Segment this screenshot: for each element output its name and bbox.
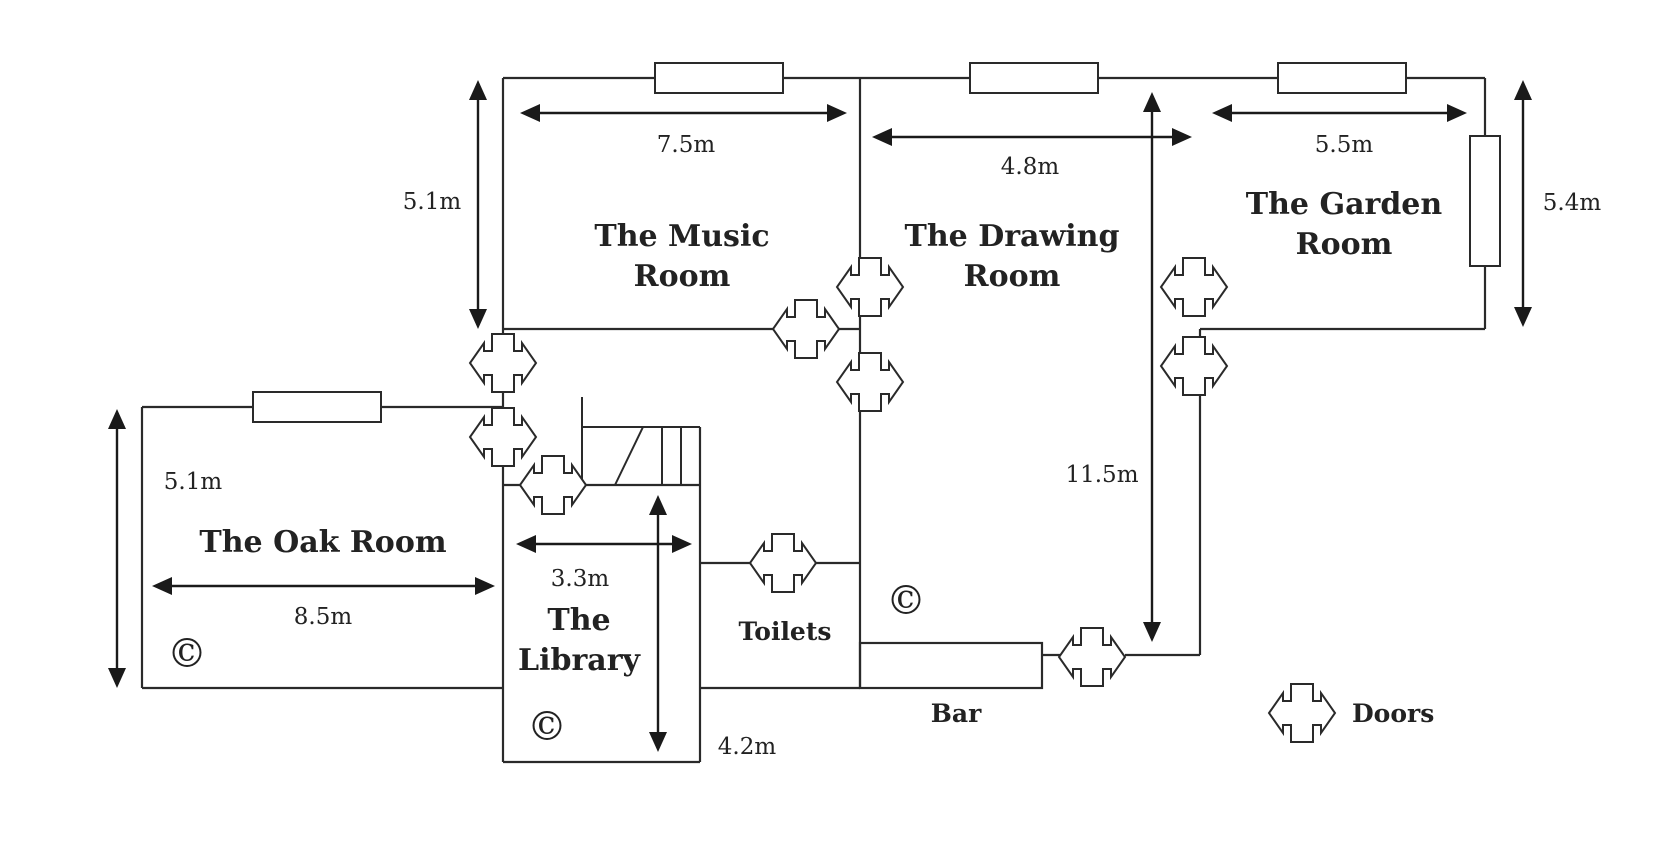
door-symbol (1160, 336, 1228, 396)
door-symbol (836, 257, 904, 317)
room-label-bar: Bar (931, 699, 982, 728)
dim-label-garden-width: 5.5m (1315, 132, 1374, 158)
room-label-library-line1: The (547, 603, 610, 638)
door-symbol (469, 333, 537, 393)
copyright-mark-library: © (527, 704, 567, 750)
dim-arrow-garden-height (1514, 80, 1532, 327)
window-oak (252, 391, 382, 423)
dimension-arrows (108, 80, 1532, 752)
dim-label-drawing-length: 11.5m (1065, 462, 1138, 488)
copyright-mark-oak: © (167, 631, 207, 677)
window-garden (1277, 62, 1407, 94)
door-symbol (1160, 257, 1228, 317)
room-label-music-line1: The Music (594, 219, 769, 254)
dim-label-library-width: 3.3m (551, 566, 610, 592)
dim-label-garden-height: 5.4m (1543, 190, 1602, 216)
legend-doors-label: Doors (1352, 699, 1434, 728)
dim-label-music-height: 5.1m (403, 189, 462, 215)
dim-arrow-library-width (516, 535, 692, 553)
windows (252, 62, 1501, 423)
room-label-drawing-line2: Room (964, 259, 1061, 294)
door-symbol (772, 299, 840, 359)
room-label-music-line2: Room (634, 259, 731, 294)
dim-arrow-drawing-length (1143, 92, 1161, 642)
walls (140, 76, 1487, 764)
door-symbol (1058, 627, 1126, 687)
window-garden-east (1469, 135, 1501, 267)
room-label-garden-line1: The Garden (1246, 187, 1443, 222)
door-symbol (836, 352, 904, 412)
window-music (654, 62, 784, 94)
door-symbol (469, 407, 537, 467)
dim-arrow-oak-width (152, 577, 495, 595)
door-symbol (519, 455, 587, 515)
door-symbol (749, 533, 817, 593)
dim-label-library-length: 4.2m (718, 734, 777, 760)
dim-arrow-library-length (649, 495, 667, 752)
dim-label-oak-width: 8.5m (294, 604, 353, 630)
room-label-toilets: Toilets (739, 617, 832, 646)
room-label-library-line2: Library (518, 643, 642, 678)
dim-label-music-width: 7.5m (657, 132, 716, 158)
dim-arrow-music-width (520, 104, 847, 122)
dim-label-oak-height: 5.1m (164, 469, 223, 495)
dim-arrow-drawing-width (872, 128, 1192, 146)
dim-arrow-music-height (469, 80, 487, 329)
dim-label-drawing-width: 4.8m (1001, 154, 1060, 180)
dim-arrow-garden-width (1212, 104, 1467, 122)
dim-arrow-oak-height (108, 409, 126, 688)
window-drawing (969, 62, 1099, 94)
room-label-garden-line2: Room (1296, 227, 1393, 262)
staircase (581, 397, 700, 486)
room-label-oak: The Oak Room (199, 525, 446, 560)
room-label-drawing-line1: The Drawing (905, 219, 1120, 254)
copyright-mark-drawing: © (886, 578, 926, 624)
door-legend-symbol (1268, 683, 1336, 743)
